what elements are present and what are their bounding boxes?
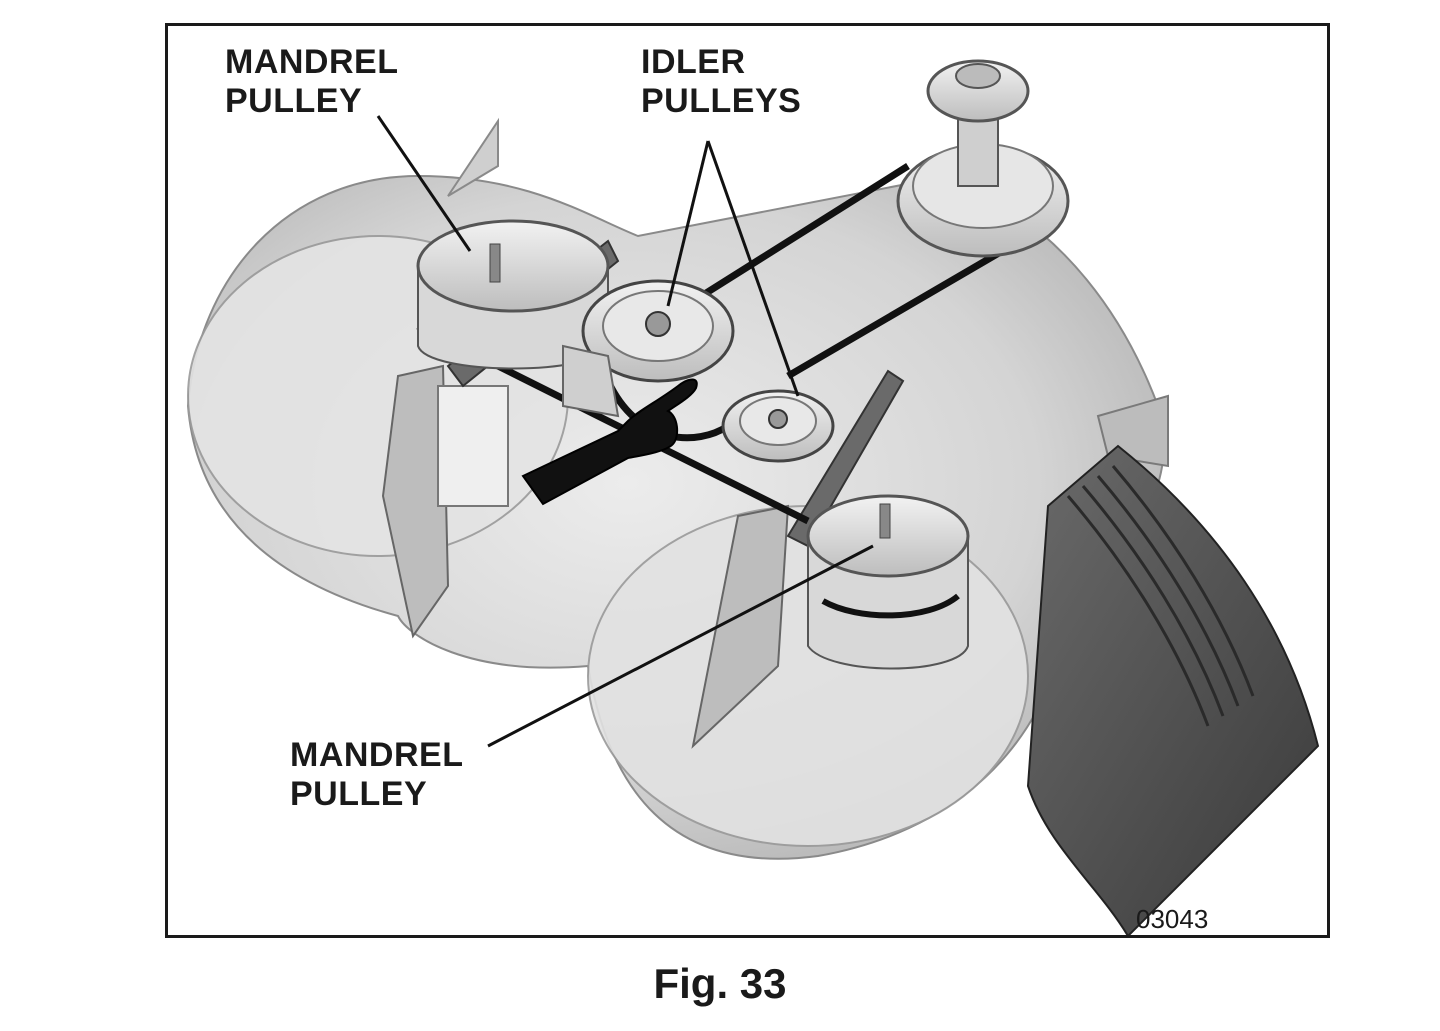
leader-lines [376, 115, 874, 748]
mandrel-pulley-top [416, 219, 610, 370]
idler-pulley-1 [562, 279, 735, 418]
figure-frame: MANDREL PULLEY IDLER PULLEYS MANDREL PUL… [165, 23, 1330, 938]
mower-deck-illustration [186, 59, 1320, 935]
engine-pulley [896, 59, 1070, 258]
deck-bracket-right [691, 504, 790, 749]
figure-caption: Fig. 33 [653, 960, 787, 1007]
part-number: 03043 [1136, 904, 1209, 934]
idler-pulley-2 [721, 389, 835, 463]
mandrel-pulley-bottom [806, 494, 970, 670]
label-mandrel-pulley-top: MANDREL PULLEY [225, 43, 399, 120]
label-idler-pulleys: IDLER PULLEYS [641, 43, 802, 120]
idler-arm-right [786, 369, 905, 548]
pointing-hand-icon [521, 378, 698, 506]
label-mandrel-pulley-bottom: MANDREL PULLEY [290, 736, 464, 813]
discharge-chute [1026, 444, 1320, 935]
deck-bracket-left [381, 364, 509, 639]
